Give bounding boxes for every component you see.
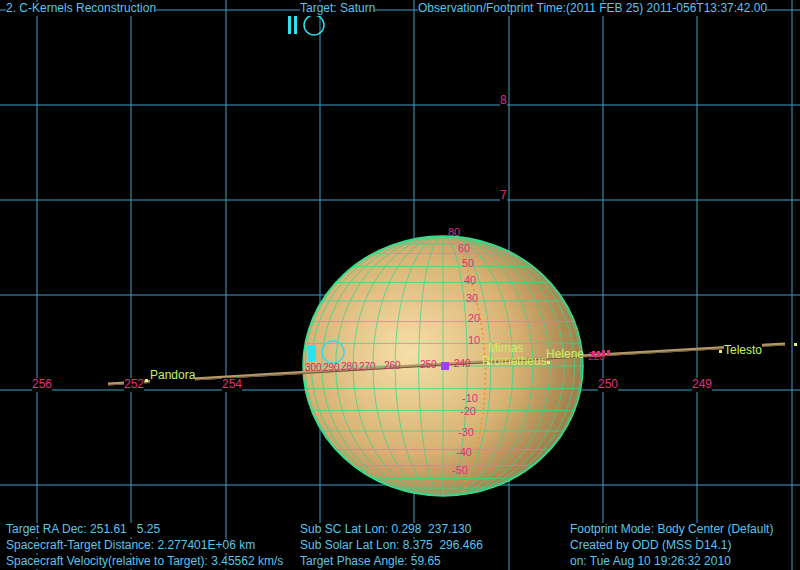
header-text: 2. C-Kernels Reconstruction — [6, 2, 156, 16]
latitude-label: 20 — [468, 312, 480, 325]
ra-label: 250 — [598, 378, 618, 392]
dec-label: 7 — [500, 189, 507, 203]
latitude-label: -40 — [456, 446, 472, 459]
spacecraft-icon — [288, 15, 344, 363]
moon-name: Pandora — [150, 369, 195, 383]
info-text: Footprint Mode: Body Center (Default) — [570, 523, 773, 537]
info-text: on: Tue Aug 10 19:26:32 2010 — [570, 555, 731, 569]
info-text: Spacecraft-Target Distance: 2.277401E+06… — [6, 539, 255, 553]
latitude-label: 50 — [462, 257, 474, 270]
moon-name: Mimas — [488, 342, 523, 356]
header-text: Target: Saturn — [300, 2, 375, 16]
latitude-label: -30 — [458, 426, 474, 439]
latitude-label: 40 — [464, 274, 476, 287]
longitude-label: 290 — [323, 362, 340, 374]
longitude-line — [311, 236, 574, 496]
longitude-line — [322, 236, 564, 496]
moon-name: Helene — [546, 348, 584, 362]
info-text: Sub SC Lat Lon: 0.298 237.130 — [300, 523, 471, 537]
ra-label: 254 — [222, 378, 242, 392]
latitude-label: -20 — [460, 405, 476, 418]
longitude-label: 220 — [588, 351, 605, 363]
dec-label: 8 — [500, 94, 507, 108]
latitude-label: 10 — [468, 334, 480, 347]
longitude-label: 280 — [341, 361, 358, 373]
longitude-line — [305, 236, 581, 496]
sub-point-marker — [441, 362, 449, 370]
saturn-globe — [303, 236, 583, 496]
info-text: Sub Solar Lat Lon: 8.375 296.466 — [300, 539, 483, 553]
info-text: Target RA Dec: 251.61 5.25 — [6, 523, 160, 537]
latitude-label: 80 — [448, 226, 460, 239]
ra-label: 256 — [32, 378, 52, 392]
longitude-label: 260 — [384, 360, 401, 372]
latitude-label: -10 — [462, 392, 478, 405]
moon-dots — [145, 343, 797, 382]
longitude-label: 270 — [359, 361, 376, 373]
longitude-label: 250 — [420, 359, 437, 371]
moon-name: Prometheus — [482, 355, 547, 369]
latitude-label: -50 — [452, 464, 468, 477]
ra-label: 249 — [692, 378, 712, 392]
grid-line — [0, 105, 800, 106]
header-text: Observation/Footprint Time:(2011 FEB 25)… — [418, 2, 767, 16]
terminator — [455, 237, 485, 495]
info-text: Spacecraft Velocity(relative to Target):… — [6, 555, 283, 569]
longitude-line — [336, 236, 550, 496]
ring-plane — [108, 344, 785, 384]
longitude-label: 240 — [454, 358, 471, 370]
info-text: Created by ODD (MSS D14.1) — [570, 539, 731, 553]
latitude-label: 60 — [458, 242, 470, 255]
longitude-label: 300 — [305, 362, 322, 374]
ra-label: 252 — [124, 378, 144, 392]
info-text: Target Phase Angle: 59.65 — [300, 555, 441, 569]
grid-line — [0, 200, 800, 201]
latitude-label: 30 — [466, 292, 478, 305]
moon-name: Telesto — [724, 344, 762, 358]
